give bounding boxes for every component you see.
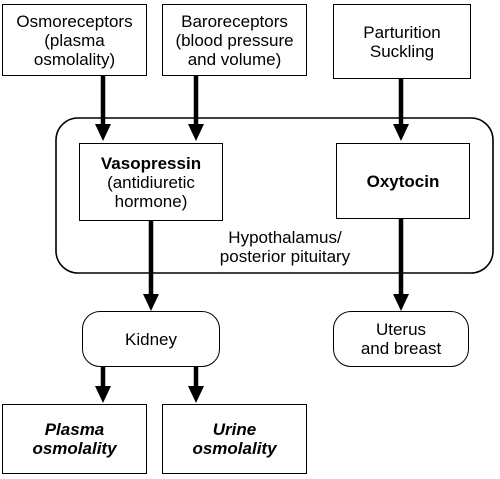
hypothalamus-region [55,117,494,274]
oxytocin-label: Oxytocin [366,171,440,191]
osmoreceptors-line-2: (plasma [44,30,105,50]
arrowhead-baroreceptors [188,124,204,141]
plasma-line-2: osmolality [32,439,117,458]
osmoreceptors-box: Osmoreceptors (plasma osmolality) [2,4,147,76]
hypothalamus-label-line-1: Hypothalamus/ [228,228,342,247]
parturition-line-2: Suckling [369,41,435,61]
vasopressin-detail-1: (antidiuretic [107,172,195,192]
arrowhead-oxytocin [393,294,409,311]
plasma-osmolality-box: Plasma osmolality [2,404,147,474]
hypothalamus-label: Hypothalamus/ posterior pituitary [205,228,365,266]
uterus-box: Uterus and breast [333,311,469,367]
arrowhead-kidney-plasma [95,386,111,403]
plasma-line-1: Plasma [44,420,105,439]
oxytocin-box: Oxytocin [336,143,470,219]
uterus-line-2: and breast [360,339,442,358]
arrowhead-parturition [393,124,409,141]
baroreceptors-line-2: (blood pressure [175,30,294,50]
arrowhead-osmoreceptors [95,124,111,141]
urine-osmolality-box: Urine osmolality [162,404,307,474]
vasopressin-box: Vasopressin (antidiuretic hormone) [79,143,223,221]
kidney-label: Kidney [125,329,177,349]
vasopressin-detail-2: hormone) [114,191,188,211]
baroreceptors-box: Baroreceptors (blood pressure and volume… [162,4,307,76]
osmoreceptors-line-1: Osmoreceptors [16,11,133,31]
parturition-line-1: Parturition [363,22,441,42]
hypothalamus-label-line-2: posterior pituitary [219,247,351,266]
kidney-box: Kidney [82,311,220,367]
arrowhead-vasopressin [143,294,159,311]
uterus-line-1: Uterus [375,320,427,339]
urine-line-2: osmolality [192,439,277,458]
vasopressin-label: Vasopressin [100,153,202,173]
osmoreceptors-line-3: osmolality) [33,49,116,69]
urine-line-1: Urine [212,420,257,439]
arrowhead-kidney-urine [188,386,204,403]
baroreceptors-line-1: Baroreceptors [181,11,288,31]
baroreceptors-line-3: and volume) [187,49,282,69]
parturition-box: Parturition Suckling [333,4,471,79]
